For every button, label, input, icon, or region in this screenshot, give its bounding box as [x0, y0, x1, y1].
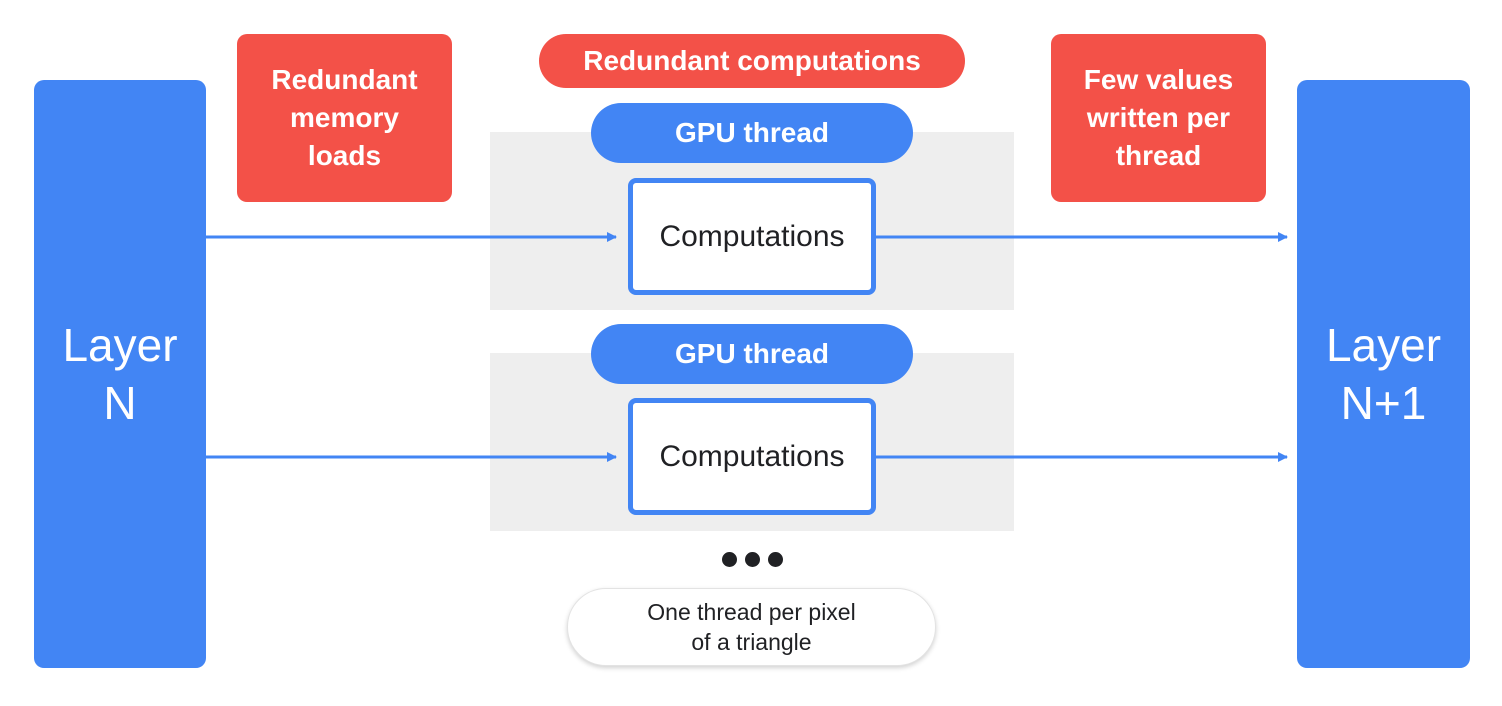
ellipsis-dot-3 [768, 552, 783, 567]
gpu-thread-pill-1: GPU thread [591, 103, 913, 163]
few-values-written-note: Few values written per thread [1051, 34, 1266, 202]
layer-n-plus-1-label: Layer N+1 [1325, 319, 1442, 429]
computations-box-1: Computations [628, 178, 876, 295]
computations-box-2: Computations [628, 398, 876, 515]
ellipsis-dot-1 [722, 552, 737, 567]
thread-per-pixel-caption: One thread per pixel of a triangle [567, 588, 936, 666]
layer-n-label: Layer N [62, 319, 178, 429]
redundant-computations-pill: Redundant computations [539, 34, 965, 88]
gpu-thread-pill-2: GPU thread [591, 324, 913, 384]
ellipsis-dot-2 [745, 552, 760, 567]
redundant-memory-loads-note: Redundant memory loads [237, 34, 452, 202]
layer-n-box: Layer N [34, 80, 206, 668]
layer-n-plus-1-box: Layer N+1 [1297, 80, 1470, 668]
